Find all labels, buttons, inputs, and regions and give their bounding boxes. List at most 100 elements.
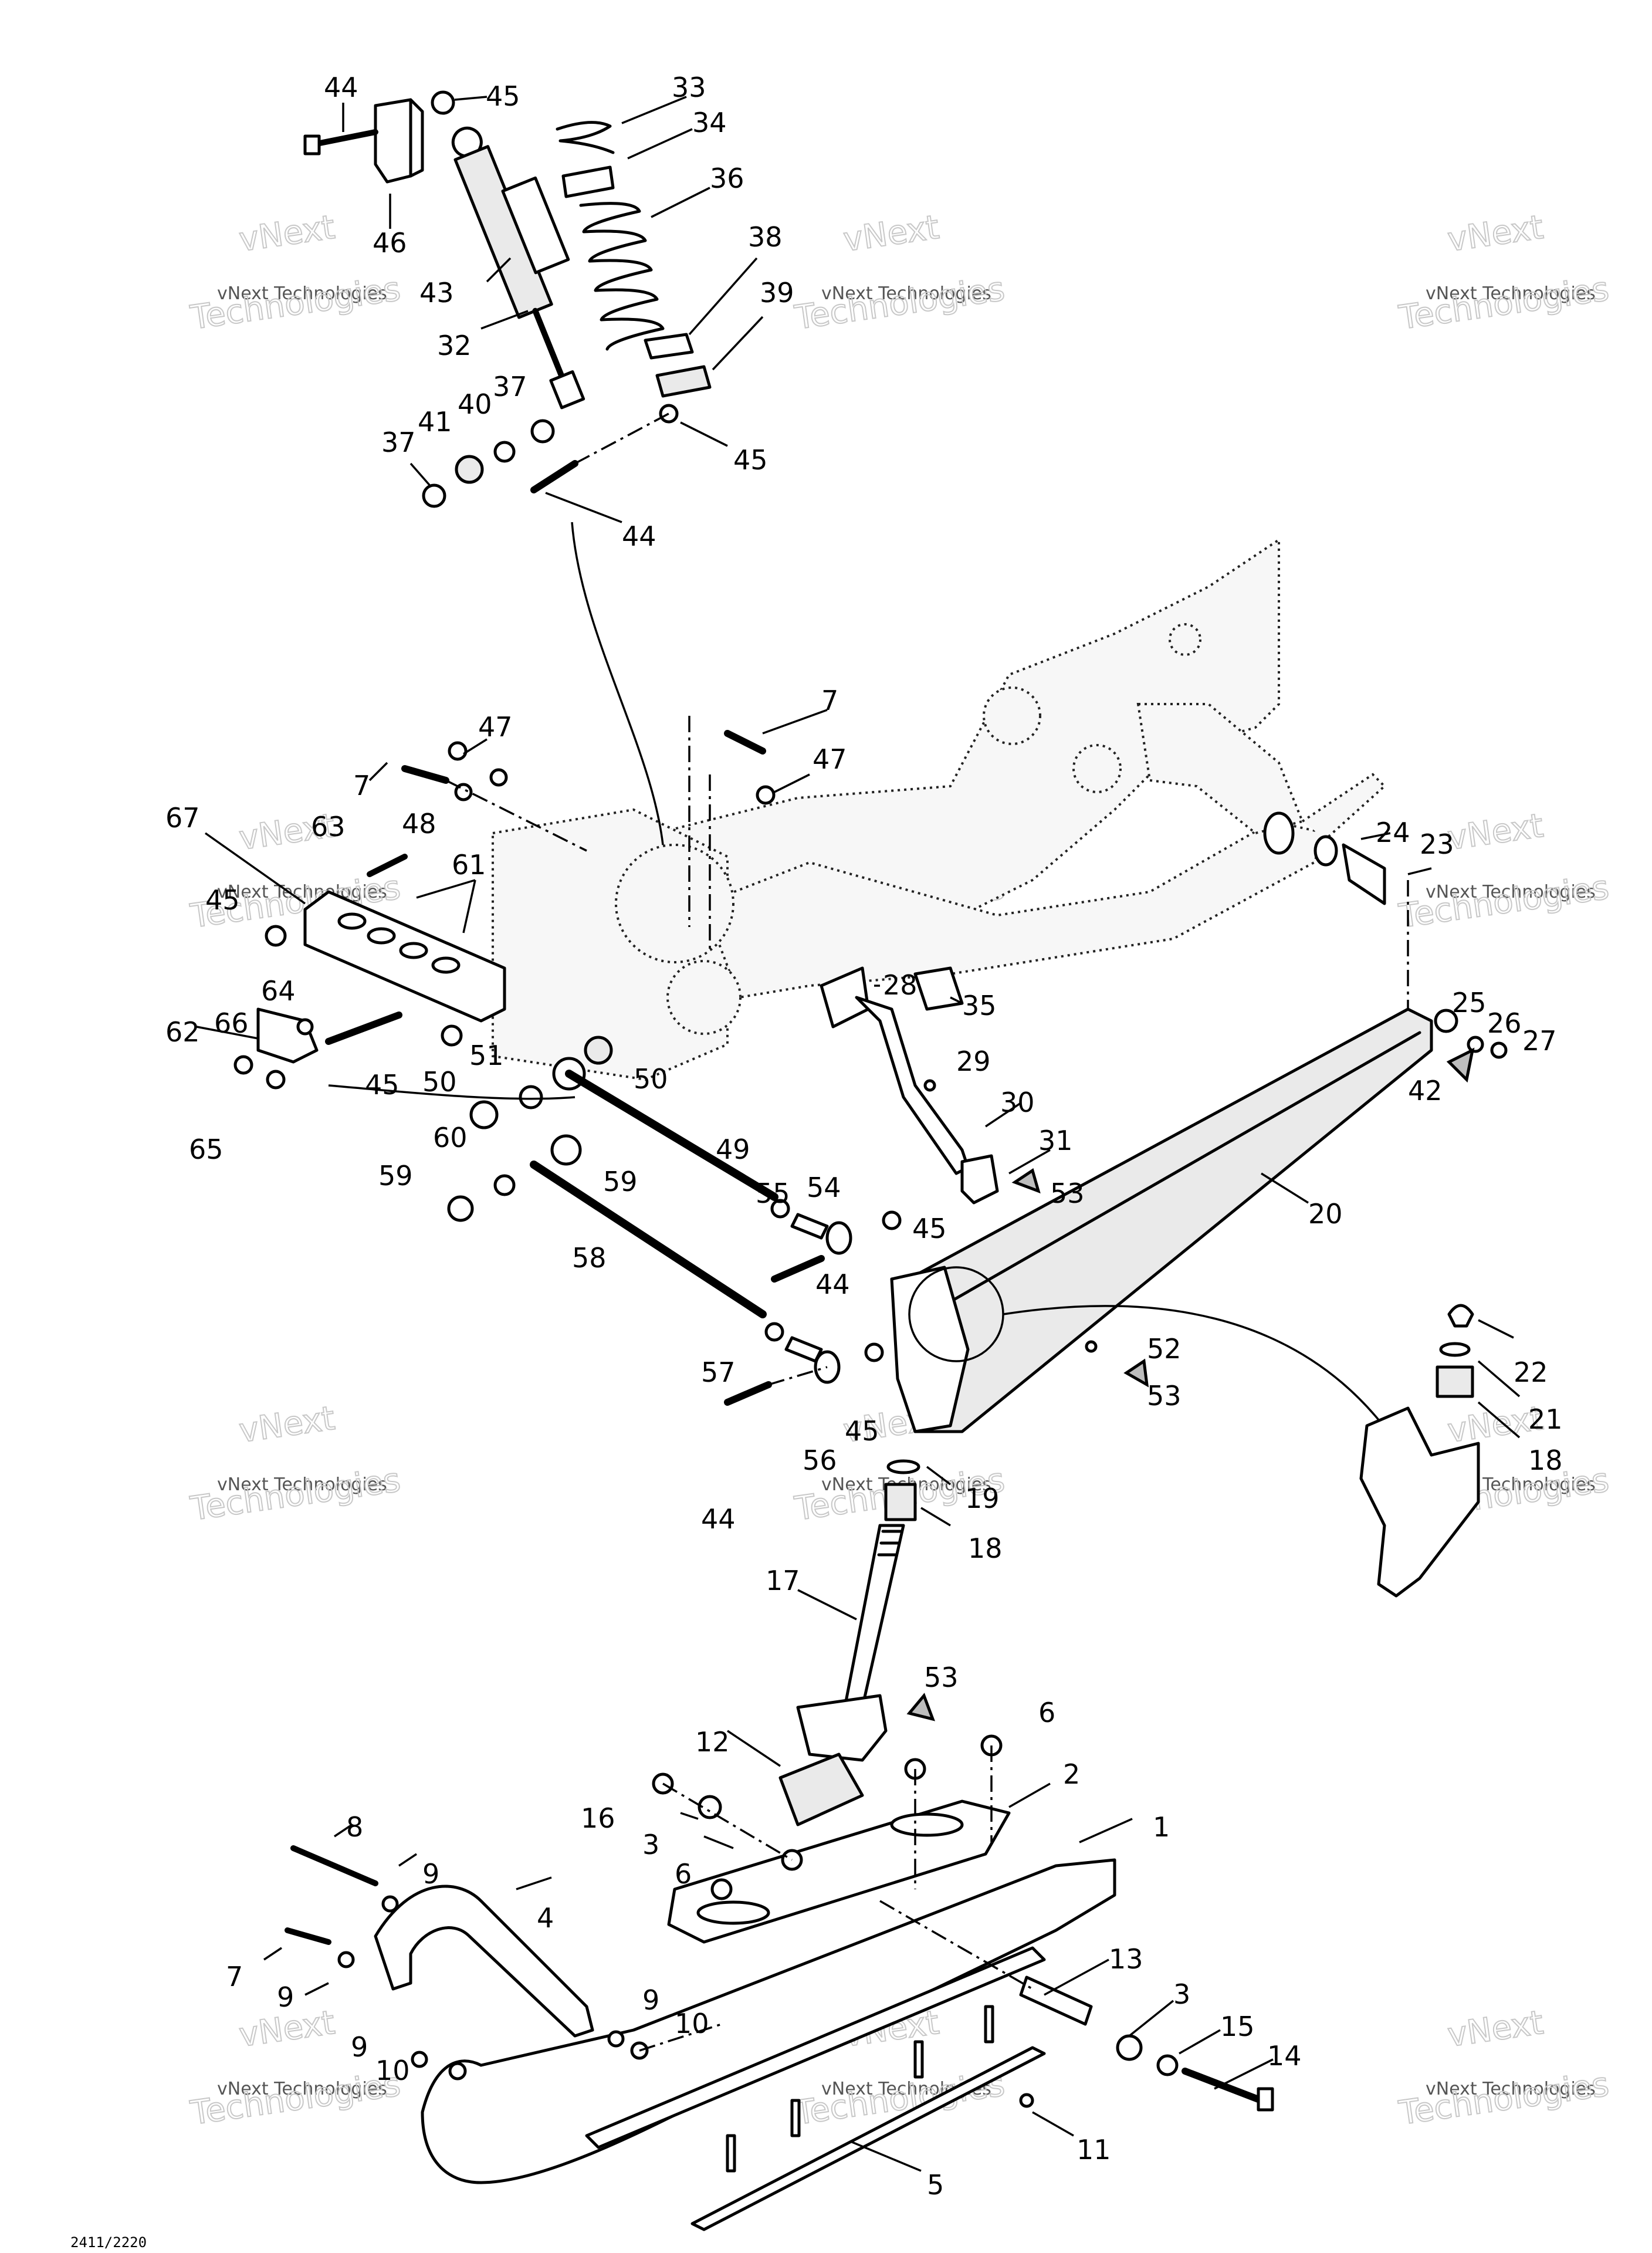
callout-66: 66 xyxy=(214,1007,249,1039)
watermark: vNext vNext Technologies Technologies xyxy=(1396,208,1612,338)
callout-26: 26 xyxy=(1487,1007,1522,1039)
callout-7: 7 xyxy=(821,685,838,716)
screw xyxy=(1490,1041,1508,1059)
bolt-head xyxy=(303,134,321,155)
leader-line xyxy=(398,1853,417,1867)
alignment-line xyxy=(574,412,669,465)
washer xyxy=(489,768,508,787)
callout-5: 5 xyxy=(927,2169,944,2201)
callout-45: 45 xyxy=(486,80,520,112)
washer xyxy=(411,2051,428,2068)
leader-line xyxy=(1261,1172,1309,1204)
ski-bolt xyxy=(1182,2068,1265,2104)
callout-4: 4 xyxy=(537,1902,554,1934)
ski-body xyxy=(421,1858,1116,2184)
steering-link xyxy=(820,966,1041,1205)
leader-line xyxy=(1008,1149,1051,1175)
frame-detail-circle xyxy=(615,844,734,963)
bolt xyxy=(724,730,766,755)
nut xyxy=(882,1210,902,1230)
frame-detail-circle xyxy=(666,960,742,1035)
leader-line xyxy=(1128,2000,1174,2037)
cap xyxy=(1263,811,1295,855)
nut xyxy=(441,1024,463,1047)
callout-57: 57 xyxy=(701,1356,736,1388)
carbide-stud xyxy=(984,2005,994,2044)
leader-line xyxy=(774,773,810,793)
callout-16: 16 xyxy=(581,1802,615,1834)
spindle-threads xyxy=(877,1530,902,1557)
callout-58: 58 xyxy=(572,1242,607,1274)
callout-59: 59 xyxy=(378,1160,413,1192)
washer xyxy=(886,1459,920,1474)
callout-44: 44 xyxy=(622,520,656,552)
nut xyxy=(710,1878,733,1900)
callout-37: 37 xyxy=(493,371,527,402)
leader-line xyxy=(1477,1401,1521,1439)
watermark-technologies: Technologies xyxy=(188,1461,402,1528)
washer xyxy=(422,483,446,508)
nut xyxy=(864,1342,884,1362)
ski-runner xyxy=(585,1946,1046,2149)
callout-47: 47 xyxy=(478,711,513,743)
bolt-head xyxy=(1257,2087,1274,2112)
alignment-line xyxy=(768,1366,828,1386)
washer xyxy=(607,2030,625,2048)
spindle-detail xyxy=(1359,1304,1480,1598)
nut xyxy=(448,741,468,761)
watermark-line: vNext Technologies xyxy=(1426,2079,1596,2099)
washer xyxy=(447,1195,474,1222)
watermark-line: vNext Technologies xyxy=(821,283,991,304)
leader-line xyxy=(762,709,828,735)
callout-48: 48 xyxy=(402,808,436,840)
callout-51: 51 xyxy=(469,1040,504,1071)
callout-53: 53 xyxy=(924,1662,959,1693)
frame-hole xyxy=(983,686,1041,745)
callout-61: 61 xyxy=(452,849,486,881)
callout-46: 46 xyxy=(373,227,407,259)
callout-8: 8 xyxy=(346,1811,363,1843)
leader-line xyxy=(463,738,488,755)
nut xyxy=(233,1055,253,1075)
bushing xyxy=(455,455,484,484)
chassis-frame xyxy=(492,537,1386,1081)
callout-42: 42 xyxy=(1408,1075,1443,1107)
bracket-slot xyxy=(399,942,428,959)
cap xyxy=(1446,1047,1475,1083)
cap xyxy=(1123,1358,1149,1388)
steering-end xyxy=(960,1154,999,1205)
grease-fitting xyxy=(1447,1304,1474,1328)
ski-handle xyxy=(374,1885,594,2038)
leg-cutout xyxy=(890,1812,964,1837)
callout-59: 59 xyxy=(603,1166,638,1197)
leader-line xyxy=(1360,832,1391,840)
cap xyxy=(1011,1168,1041,1194)
callout-6: 6 xyxy=(1038,1697,1055,1728)
shock-eye-bottom xyxy=(549,370,585,410)
leader-line xyxy=(263,1947,282,1961)
washer xyxy=(1434,1009,1458,1033)
watermark: vNext vNext Technologies Technologies xyxy=(1396,2003,1612,2133)
ski-axle-spacer xyxy=(1019,1975,1093,2026)
spindle-housing xyxy=(890,1266,970,1433)
shock-rod xyxy=(532,307,565,380)
screw xyxy=(1019,2093,1034,2108)
leg-cutout xyxy=(696,1900,770,1925)
leader-line xyxy=(926,1466,952,1486)
callout-62: 62 xyxy=(165,1016,200,1048)
leader-line xyxy=(1477,1360,1521,1398)
washer xyxy=(381,1895,399,1913)
watermark-brand: vNext xyxy=(237,208,337,259)
callout-32: 32 xyxy=(437,330,472,361)
spring-stack xyxy=(556,121,712,398)
frame-hole xyxy=(1072,744,1122,793)
ski-group xyxy=(285,1734,1274,2231)
watermark-line: vNext Technologies xyxy=(217,1474,387,1495)
watermark-line: vNext Technologies xyxy=(217,2079,387,2099)
watermark-brand: vNext xyxy=(237,1399,337,1450)
frame-tunnel xyxy=(702,820,1328,999)
leader-line xyxy=(727,1730,781,1767)
arm-crease xyxy=(937,1031,1421,1310)
leader-line xyxy=(1179,2029,1221,2055)
